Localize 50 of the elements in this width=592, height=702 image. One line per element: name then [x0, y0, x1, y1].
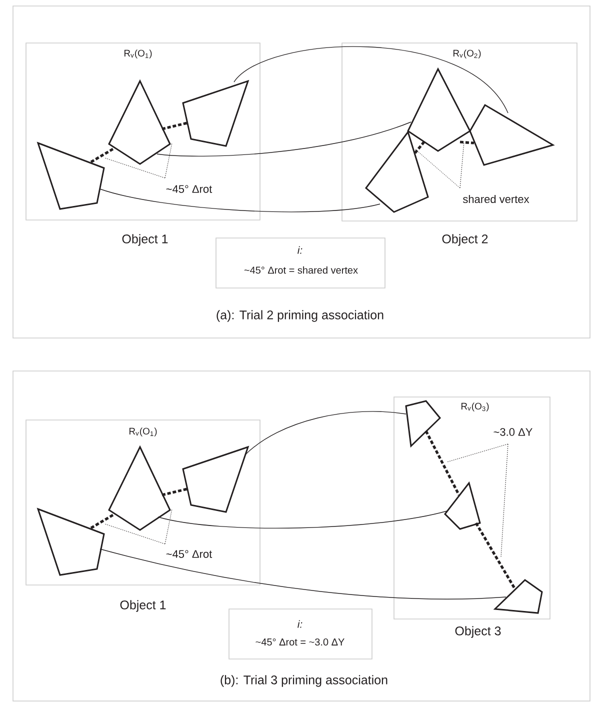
panel-caption: (b): Trial 3 priming association [220, 675, 388, 687]
key-label: i: [298, 246, 302, 254]
connector-line [90, 514, 114, 530]
object-label: Object 2 [442, 234, 488, 246]
leader-line [104, 158, 166, 178]
leader-line [164, 508, 172, 544]
object-frame [342, 42, 578, 246]
key-label: i: [298, 620, 302, 628]
equation-label: ~45° Δrot = shared vertex [244, 266, 358, 274]
object-frame [394, 396, 550, 638]
equation-label: ~45° Δrot = ~3.0 ΔY [256, 638, 344, 646]
set-label: R$_{v}$(O$_{3}$) [461, 402, 489, 412]
connector-curve [158, 510, 448, 529]
connector-line [162, 122, 188, 130]
key-box [228, 608, 372, 660]
quadrilateral [182, 80, 250, 147]
leader-line [164, 142, 172, 178]
leader-line [104, 524, 166, 544]
connector-curve [234, 46, 508, 114]
object-label: Object 1 [120, 600, 166, 612]
set-label: R$_{v}$(O$_{2}$) [453, 50, 481, 58]
quadrilateral [182, 446, 250, 513]
connector-curve [100, 188, 380, 212]
connector-line [460, 140, 474, 144]
annotation-label: shared vertex [462, 194, 530, 204]
panel-frame [12, 6, 590, 338]
annotation-label: ~3.0 ΔY [494, 428, 532, 436]
key-box [216, 238, 386, 288]
connector-line [424, 430, 460, 496]
leader-line [500, 444, 508, 558]
object-frame [26, 420, 260, 612]
connector-curve [244, 411, 406, 456]
object-label: Object 3 [455, 626, 501, 638]
annotation-label: ~45° Δrot [166, 550, 212, 558]
connector-line [414, 141, 425, 154]
leader-line [460, 142, 464, 188]
connector-curve [100, 548, 506, 600]
panel-caption: (a): Trial 2 priming association [216, 310, 384, 322]
connector-line [90, 148, 114, 164]
leader-line [414, 148, 460, 188]
object-label: Object 1 [122, 234, 168, 246]
panel-frame [12, 370, 590, 702]
connector-line [474, 522, 516, 590]
object-frame [26, 42, 260, 246]
connector-curve [156, 122, 412, 157]
set-label: R$_{v}$(O$_{1}$) [124, 50, 152, 58]
set-label: R$_{v}$(O$_{1}$) [129, 428, 157, 436]
annotation-label: ~45° Δrot [166, 185, 212, 193]
leader-line [446, 444, 508, 462]
connector-line [162, 488, 188, 496]
